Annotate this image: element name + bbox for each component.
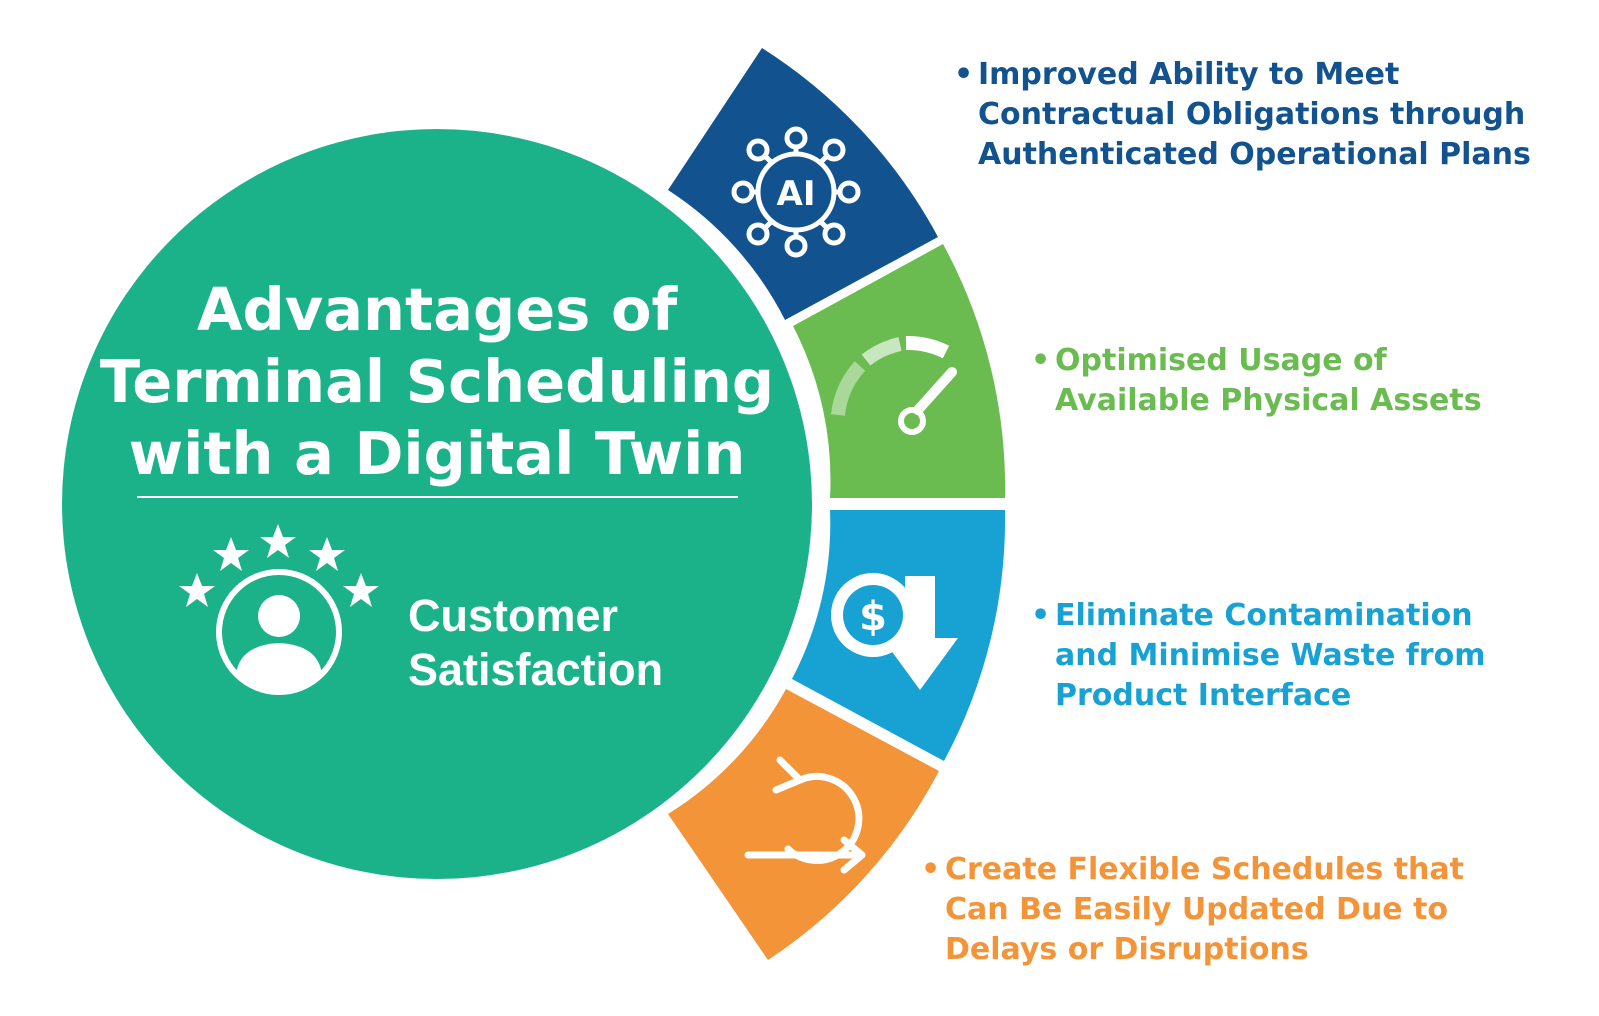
bullet-dot: • <box>1031 343 1051 378</box>
title-line-1: Advantages of <box>197 275 679 344</box>
cycle-arrow-icon <box>744 756 866 874</box>
bullet-physical-assets: • Optimised Usage of Available Physical … <box>1031 341 1482 421</box>
bullet-line: Improved Ability to Meet <box>978 57 1400 92</box>
bullet-dot: • <box>921 852 941 887</box>
customer-label-line-2: Satisfaction <box>408 644 663 695</box>
bullet-line: Contractual Obligations through <box>978 97 1526 132</box>
segment-ai <box>668 48 938 320</box>
dollar-icon-text: $ <box>859 594 887 640</box>
customer-rating-stars-icon <box>179 524 379 695</box>
bullet-line: Create Flexible Schedules that <box>945 852 1464 887</box>
bullet-contractual-obligations: • Improved Ability to Meet Contractual O… <box>954 55 1531 175</box>
ai-icon-text: AI <box>777 174 816 214</box>
segment-assets <box>793 244 1006 498</box>
center-circle <box>62 129 812 879</box>
bullet-line: Authenticated Operational Plans <box>978 137 1531 172</box>
bullet-line: Product Interface <box>1055 678 1352 713</box>
bullet-line: Delays or Disruptions <box>945 932 1309 967</box>
speedometer-gauge-icon <box>831 336 957 435</box>
segment-schedules <box>668 689 939 960</box>
bullet-line: and Minimise Waste from <box>1055 638 1486 673</box>
bullet-contamination-waste: • Eliminate Contamination and Minimise W… <box>1031 596 1486 716</box>
customer-label-line-1: Customer <box>408 590 618 641</box>
dollar-decrease-icon <box>831 573 958 690</box>
title-line-3: with a Digital Twin <box>129 419 746 488</box>
bullet-dot: • <box>1031 598 1051 633</box>
ai-network-icon <box>731 126 861 258</box>
bullet-line: Available Physical Assets <box>1055 383 1482 418</box>
bullet-line: Optimised Usage of <box>1055 343 1387 378</box>
bullet-line: Can Be Easily Updated Due to <box>945 892 1449 927</box>
bullet-flexible-schedules: • Create Flexible Schedules that Can Be … <box>921 850 1464 970</box>
bullet-line: Eliminate Contamination <box>1055 598 1473 633</box>
bullet-dot: • <box>954 57 974 92</box>
title-line-2: Terminal Scheduling <box>100 347 774 416</box>
